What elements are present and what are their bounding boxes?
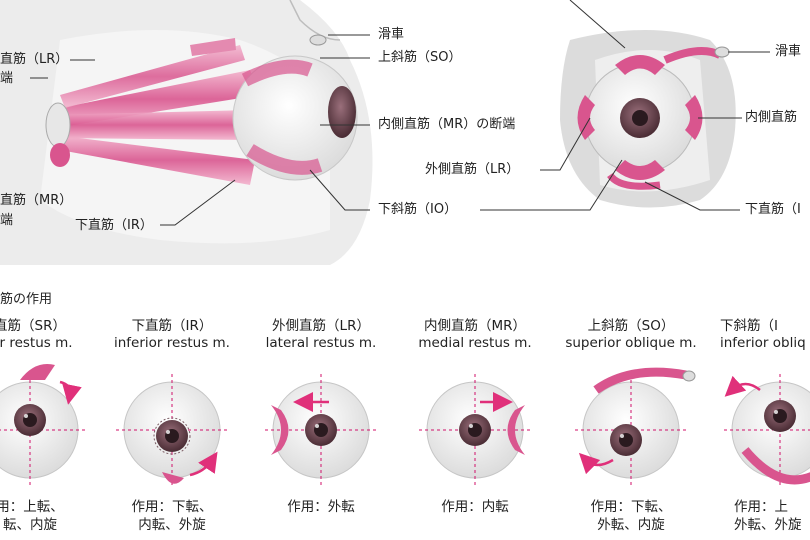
col-title-so: 上斜筋（SO）superior oblique m. — [565, 318, 697, 351]
eye-lr — [265, 374, 377, 486]
frontal-view — [480, 0, 770, 211]
col-action-io: 作用：上外転、外旋 — [734, 499, 802, 533]
label-cut-end-1: 端 — [0, 71, 14, 86]
action-diagrams — [0, 364, 810, 486]
label-ir-right: 下直筋（I — [745, 202, 801, 217]
label-cut-end-2: 端 — [0, 213, 14, 228]
label-mr-left: 直筋（MR） — [0, 193, 73, 208]
label-lr-left: 直筋（LR） — [0, 52, 69, 67]
col-title-sr: 直筋（SR）ior restus m. — [0, 318, 73, 351]
col-action-sr: 用：上転、転、内旋 — [0, 499, 64, 533]
eye-ir — [116, 374, 228, 486]
eye-so — [575, 367, 696, 486]
col-action-ir: 作用：下転、内転、外旋 — [131, 499, 213, 533]
col-title-lr: 外側直筋（LR）lateral restus m. — [265, 318, 377, 351]
label-lr-right: 外側直筋（LR） — [425, 162, 520, 177]
col-title-mr: 内側直筋（MR）medial restus m. — [418, 318, 532, 351]
label-mr-cut: 内側直筋（MR）の断端 — [378, 117, 516, 132]
label-trochlea-right: 滑車 — [775, 44, 802, 59]
col-action-so: 作用：下転、外転、内旋 — [590, 499, 672, 533]
lateral-view — [0, 0, 373, 265]
eye-io — [724, 374, 810, 486]
label-mr-right: 内側直筋 — [745, 110, 798, 125]
col-action-lr: 作用：外転 — [287, 499, 355, 515]
eye-mr — [419, 374, 531, 486]
label-io-left: 下斜筋（IO） — [378, 202, 458, 217]
eye-sr — [0, 364, 86, 486]
col-action-mr: 作用：内転 — [441, 499, 509, 515]
label-trochlea-left: 滑車 — [378, 27, 405, 42]
label-ir-left: 下直筋（IR） — [75, 218, 153, 233]
section-title: 筋の作用 — [0, 292, 53, 307]
col-title-ir: 下直筋（IR）inferior restus m. — [114, 318, 230, 351]
label-so-left: 上斜筋（SO） — [378, 50, 462, 65]
